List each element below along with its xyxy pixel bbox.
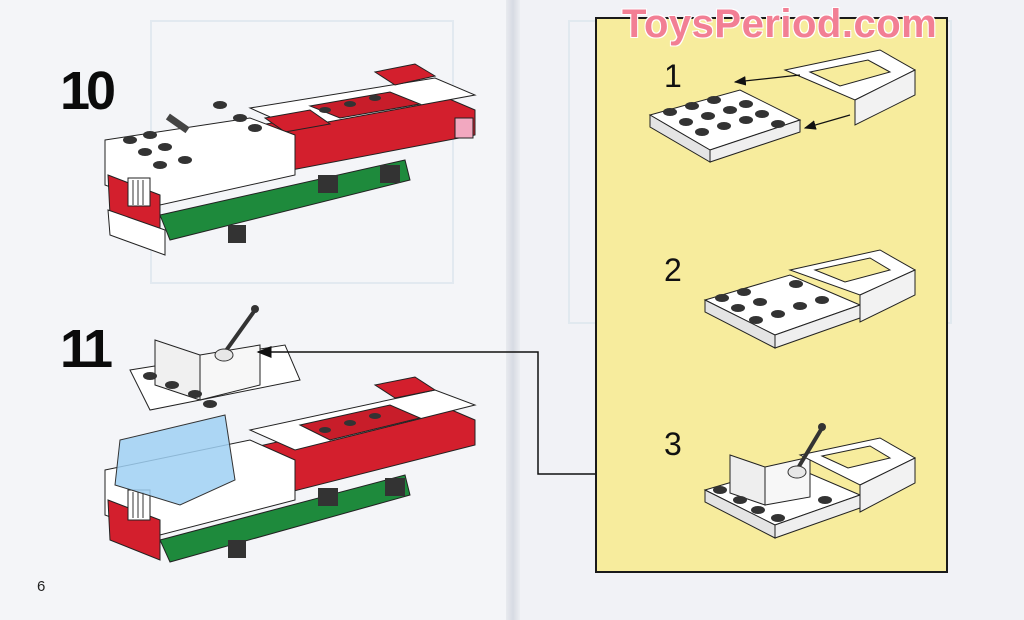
callout-arrow <box>256 346 595 475</box>
substep-3-assembly <box>703 423 917 539</box>
page-gutter <box>506 0 520 620</box>
truck-step-10 <box>104 63 477 256</box>
substep-2-assembly <box>703 249 917 349</box>
page-number: 6 <box>37 578 46 595</box>
truck-step-11 <box>104 305 477 563</box>
watermark-logo: ToysPeriod.com <box>622 2 938 46</box>
step-number-11: 11 <box>60 319 113 379</box>
substep-number-1: 1 <box>664 58 682 94</box>
substep-number-3: 3 <box>664 426 682 462</box>
substep-number-2: 2 <box>664 252 682 288</box>
substep-1-assembly <box>648 49 917 163</box>
step-number-10: 10 <box>60 61 116 121</box>
